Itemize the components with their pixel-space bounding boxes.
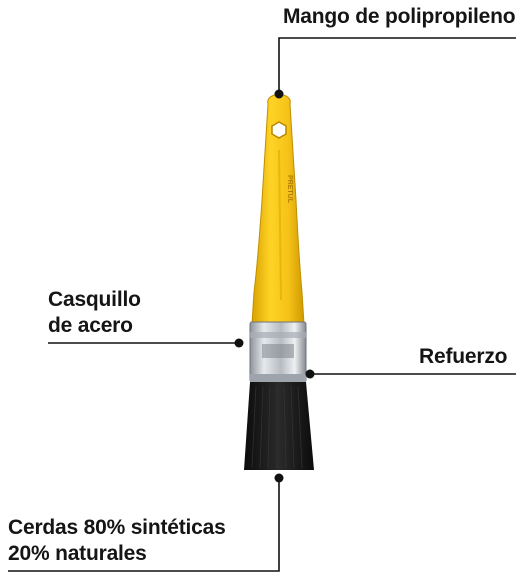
leader-dots bbox=[234, 89, 315, 483]
label-cerdas-line-2: 20% naturales bbox=[8, 542, 147, 565]
label-refuerzo-text: Refuerzo bbox=[419, 345, 508, 368]
dot-casquillo bbox=[234, 338, 244, 348]
hanging-hole-icon bbox=[271, 121, 287, 139]
handle-ridge bbox=[278, 149, 282, 301]
dot-cerdas bbox=[274, 473, 284, 483]
dot-mango bbox=[274, 89, 284, 99]
label-cerdas-line-1: Cerdas 80% sintéticas bbox=[8, 516, 226, 539]
brand-mark: PRETUL bbox=[286, 175, 293, 204]
label-casquillo-line-2: de acero bbox=[48, 314, 133, 337]
leader-mango bbox=[278, 37, 516, 94]
ferrule-rim bbox=[250, 374, 306, 382]
label-mango-text: Mango de polipropileno bbox=[283, 5, 516, 28]
label-refuerzo: Refuerzo bbox=[419, 344, 507, 370]
ferrule-stamp bbox=[262, 344, 294, 358]
leader-cerdas bbox=[8, 478, 280, 572]
label-mango: Mango de polipropileno bbox=[283, 4, 516, 30]
ferrule-band bbox=[250, 332, 306, 338]
label-cerdas: Cerdas 80% sintéticas 20% naturales bbox=[8, 515, 226, 567]
label-casquillo: Casquillo de acero bbox=[48, 287, 141, 339]
label-casquillo-line-1: Casquillo bbox=[48, 288, 141, 311]
dot-refuerzo bbox=[305, 369, 315, 379]
bristles bbox=[244, 382, 314, 470]
bristle-texture bbox=[251, 385, 303, 469]
leader-lines bbox=[8, 37, 516, 572]
